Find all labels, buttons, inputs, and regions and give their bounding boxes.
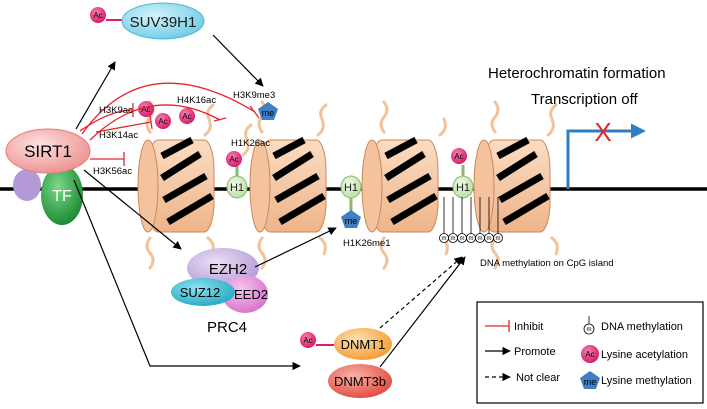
- label-h1k26me1: H1K26me1: [343, 238, 391, 249]
- promote-arrows: [73, 34, 466, 371]
- acetyl-mark-h1k26: Ac: [226, 151, 242, 167]
- dna-methylation-marks: [439, 197, 503, 243]
- eed2-label: EED2: [234, 287, 268, 302]
- svg-text:m: m: [487, 236, 492, 242]
- suv39h1-node: [121, 2, 205, 40]
- svg-text:Lysine methylation: Lysine methylation: [601, 375, 692, 387]
- nucleosome-1: [137, 136, 215, 233]
- svg-text:Lysine acetylation: Lysine acetylation: [601, 349, 688, 361]
- svg-text:m: m: [469, 236, 474, 242]
- histone-tails: [145, 100, 559, 270]
- svg-text:Ac: Ac: [141, 105, 150, 114]
- ezh2-label: EZH2: [209, 261, 247, 278]
- legend-promote: Promote: [485, 346, 556, 358]
- legend-not-clear: Not clear: [485, 372, 560, 384]
- suz12-node: [171, 278, 235, 306]
- methyl-mark-h1k26: me: [341, 210, 361, 228]
- svg-text:m: m: [451, 236, 456, 242]
- legend-lysine-methylation: me Lysine methylation: [580, 371, 692, 389]
- svg-text:Not clear: Not clear: [516, 372, 560, 384]
- svg-text:m: m: [587, 327, 592, 333]
- svg-text:Ac: Ac: [303, 336, 312, 345]
- legend-dna-methylation: m DNA methylation: [583, 316, 683, 335]
- svg-text:H1: H1: [456, 182, 470, 194]
- nucleosome-2: [249, 136, 327, 233]
- sirt1-node: [5, 128, 91, 174]
- label-h3k14ac: H3K14ac: [99, 130, 138, 141]
- heterochromatin-label: Heterochromatin formation: [488, 65, 666, 82]
- svg-text:H1: H1: [344, 182, 358, 194]
- dnmt1-node: [334, 328, 392, 360]
- acetyl-mark-h4k16: Ac: [179, 108, 195, 124]
- suv39h1-label: SUV39H1: [130, 14, 197, 31]
- svg-text:me: me: [345, 216, 358, 226]
- svg-text:m: m: [478, 236, 483, 242]
- eed2-node: [222, 275, 268, 313]
- h1-histone-2: H1: [340, 175, 362, 199]
- h1-histone-1: H1: [226, 175, 248, 199]
- svg-text:Promote: Promote: [514, 346, 556, 358]
- dnmt3b-label: DNMT3b: [334, 374, 386, 389]
- svg-text:m: m: [460, 236, 465, 242]
- legend: Inhibit Promote Not clear m DNA methylat…: [476, 301, 704, 404]
- svg-text:Ac: Ac: [158, 117, 167, 126]
- svg-text:Inhibit: Inhibit: [514, 321, 543, 333]
- suz12-label: SUZ12: [180, 285, 220, 300]
- sirt1-label: SIRT1: [24, 142, 72, 161]
- dnmt1-label: DNMT1: [341, 337, 386, 352]
- dna-methylation-m-labels: m m m m m m m: [442, 236, 501, 242]
- svg-text:Ac: Ac: [182, 112, 191, 121]
- label-h3k56ac: H3K56ac: [93, 166, 132, 177]
- label-h1k26ac: H1K26ac: [231, 138, 270, 149]
- tf-node: [41, 165, 83, 225]
- svg-text:H1: H1: [230, 182, 244, 194]
- acetyl-mark-h3k9: Ac: [138, 101, 154, 117]
- nucleosome-4: [473, 136, 551, 233]
- label-h4k16ac: H4K16ac: [177, 95, 216, 106]
- nucleosome-3: [361, 136, 439, 233]
- tf-label: TF: [52, 188, 72, 205]
- label-h3k9ac: H3K9ac: [99, 105, 133, 116]
- svg-text:me: me: [584, 377, 597, 387]
- svg-text:Ac: Ac: [229, 155, 238, 164]
- tf-partner-shape: [13, 169, 41, 201]
- transcription-arrow: [566, 123, 646, 189]
- acetyl-mark-suv39h1: Ac: [90, 7, 106, 23]
- svg-text:m: m: [442, 236, 447, 242]
- acetyl-mark-dnmt1: Ac: [300, 332, 316, 348]
- label-dna-methylation-cpg: DNA methylation on CpG island: [480, 258, 614, 269]
- prc4-label: PRC4: [207, 319, 247, 336]
- methyl-mark-h3k9: me: [258, 102, 278, 120]
- h1-histone-3: H1: [452, 175, 474, 199]
- svg-text:DNA methylation: DNA methylation: [601, 321, 683, 333]
- acetyl-mark-h3k14: Ac: [155, 113, 171, 129]
- svg-text:Ac: Ac: [93, 11, 102, 20]
- legend-inhibit: Inhibit: [485, 320, 543, 333]
- dnmt3b-node: [328, 364, 392, 398]
- transcription-blocked-x: X: [594, 117, 611, 147]
- label-h3k9me3: H3K9me3: [233, 90, 275, 101]
- svg-text:Ac: Ac: [454, 152, 463, 161]
- svg-text:Ac: Ac: [585, 350, 594, 359]
- transcription-off-label: Transcription off: [531, 91, 639, 108]
- inhibit-connectors: [79, 82, 260, 166]
- acetyl-mark-nuc4: Ac: [451, 148, 467, 164]
- svg-text:m: m: [496, 236, 501, 242]
- svg-text:me: me: [262, 108, 275, 118]
- legend-lysine-acetylation: Ac Lysine acetylation: [581, 345, 688, 363]
